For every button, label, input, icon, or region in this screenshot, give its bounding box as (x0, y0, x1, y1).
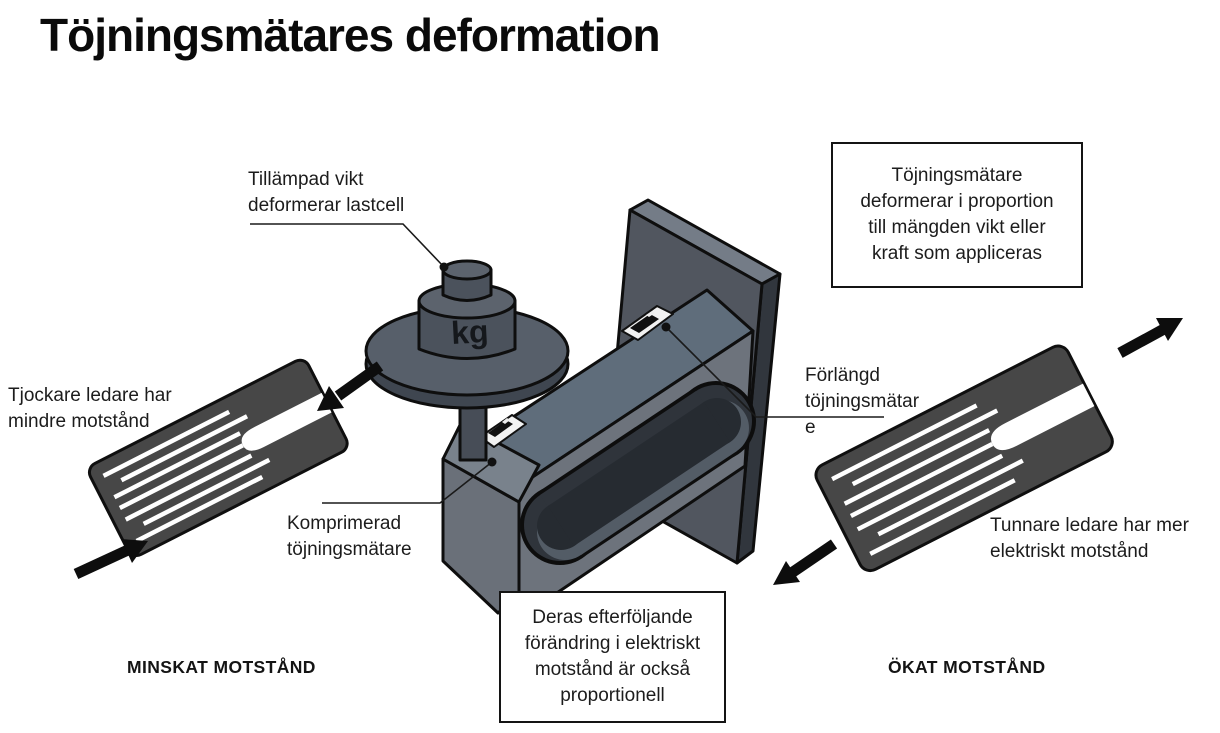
leader-dot (439, 262, 449, 272)
callout-thinner-conductor: Tunnare ledare har mer elektriskt motstå… (990, 515, 1189, 562)
callout-applied-weight: Tillämpad vikt deformerar lastcell (248, 169, 405, 216)
compression-arrow-top (317, 361, 384, 411)
leader-elongated-gauge (665, 326, 884, 418)
leader-dots (439, 262, 671, 467)
tension-arrow-bottom (773, 539, 838, 585)
footer-increased-resistance: ÖKAT MOTSTÅND (888, 657, 1046, 677)
note-box-proportional-deformation: Töjningsmätare deformerar i proportion t… (831, 142, 1083, 288)
compression-arrow-bottom (73, 539, 148, 579)
compressed-gauge-chip (479, 414, 527, 448)
callout-elongated-gauge: Förlängd töjningsmätar e (805, 365, 920, 438)
stretched-strain-gauge-illustration (814, 344, 1114, 573)
gauge-serpentine-pattern (102, 409, 271, 543)
gauge-serpentine-pattern (831, 403, 1024, 556)
tension-arrow-top (1117, 318, 1183, 358)
leader-compressed-gauge (322, 461, 493, 504)
callout-leader-lines (250, 223, 884, 504)
footer-decreased-resistance: MINSKAT MOTSTÅND (127, 657, 316, 677)
leader-applied-weight (250, 223, 445, 268)
leader-dot (661, 322, 671, 332)
compressed-strain-gauge-illustration (87, 358, 349, 557)
leader-dot (487, 457, 497, 467)
callout-thicker-conductor: Tjockare ledare har mindre motstånd (8, 385, 172, 432)
note-box-resistance-change: Deras efterföljande förändring i elektri… (499, 591, 726, 723)
weight-knob-top (441, 259, 493, 281)
elongated-gauge-chip (621, 305, 674, 341)
page-title: Töjningsmätares deformation (40, 9, 661, 61)
weight-illustration: kg (364, 259, 570, 462)
gauge-tab-divider (990, 383, 1095, 451)
gauge-tab-divider (241, 392, 332, 451)
callout-compressed-gauge: Komprimerad töjningsmätare (287, 513, 412, 560)
weight-kg-label: kg (450, 313, 489, 351)
beam-slot-cutout (520, 381, 756, 565)
